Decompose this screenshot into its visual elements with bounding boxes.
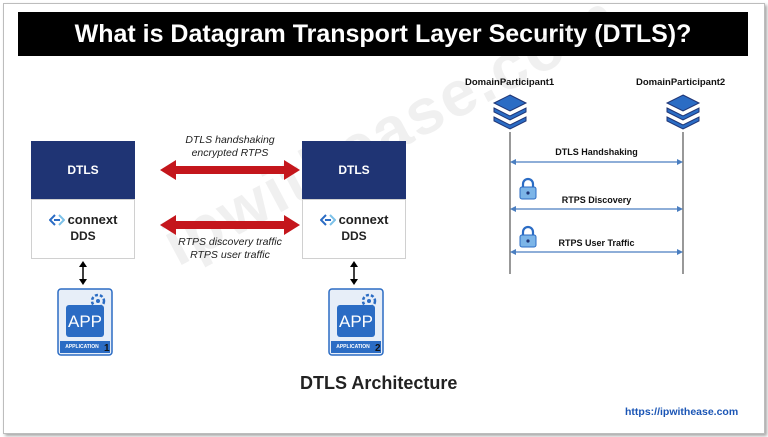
message-label-user-traffic: RTPS User Traffic <box>558 238 635 248</box>
app-2-sublabel: APPLICATION <box>336 344 370 350</box>
left-vertical-arrow <box>79 261 87 285</box>
right-connext-label: connext <box>338 212 389 227</box>
left-connext-label: connext <box>67 212 118 227</box>
right-connext-dds-box: connext DDS <box>302 199 406 259</box>
left-dtls-box: DTLS <box>31 141 135 199</box>
left-dtls-label: DTLS <box>67 163 99 177</box>
app-2-label: APP <box>338 312 374 331</box>
message-label-handshaking: DTLS Handshaking <box>555 147 638 157</box>
page-title: What is Datagram Transport Layer Securit… <box>18 12 748 56</box>
participant1-stack-icon <box>492 94 528 130</box>
top-caption-line1: DTLS handshaking <box>185 134 275 146</box>
participant2-label: DomainParticipant2 <box>636 77 726 88</box>
right-dtls-label: DTLS <box>338 163 370 177</box>
lock-icon <box>519 225 537 248</box>
app-1-sublabel: APPLICATION <box>65 344 99 350</box>
top-double-arrow <box>160 160 300 180</box>
message-label-discovery: RTPS Discovery <box>561 195 632 205</box>
message-arrow-user-traffic <box>510 249 683 255</box>
left-dds-label: DDS <box>70 229 96 243</box>
bottom-caption-line2: RTPS user traffic <box>190 249 270 261</box>
participant2-stack-icon <box>665 94 701 130</box>
right-dds-label: DDS <box>341 229 367 243</box>
application-2-icon <box>328 288 384 356</box>
bottom-double-arrow <box>160 215 300 235</box>
app-2-number: 2 <box>375 343 381 354</box>
right-vertical-arrow <box>350 261 358 285</box>
left-connext-dds-box: connext DDS <box>31 199 135 259</box>
message-arrow-handshaking <box>510 159 683 165</box>
right-dtls-box: DTLS <box>302 141 406 199</box>
lock-icon <box>519 177 537 200</box>
connext-logo-icon <box>319 213 336 226</box>
application-1-icon <box>57 288 113 356</box>
app-1-label: APP <box>67 312 103 331</box>
message-arrow-discovery <box>510 206 683 212</box>
bottom-caption-line1: RTPS discovery traffic <box>178 236 282 248</box>
diagram-caption: DTLS Architecture <box>300 373 458 393</box>
participant1-label: DomainParticipant1 <box>465 77 555 88</box>
app-1-number: 1 <box>104 343 110 354</box>
connext-logo-icon <box>48 213 65 226</box>
source-url-link[interactable]: https://ipwithease.com <box>625 406 739 418</box>
bottom-arrow-caption: RTPS discovery traffic RTPS user traffic <box>160 236 300 262</box>
top-caption-line2: encrypted RTPS <box>191 147 269 159</box>
top-arrow-caption: DTLS handshaking encrypted RTPS <box>160 134 300 160</box>
